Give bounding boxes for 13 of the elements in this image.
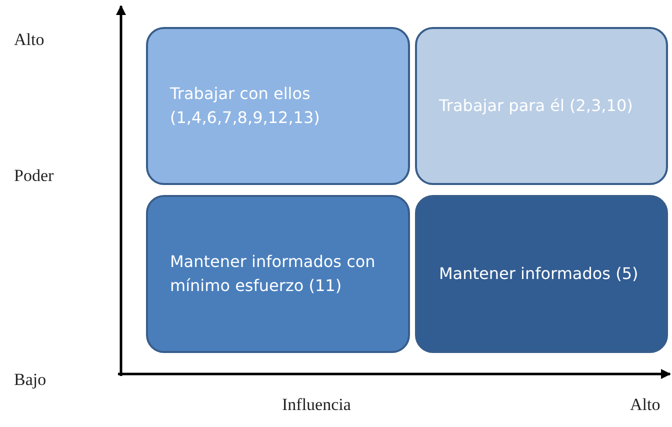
quadrant-label: Mantener informados (5) [439, 263, 638, 285]
axis-title: Poder [14, 166, 54, 186]
quadrant-label: Trabajar para él (2,3,10) [439, 95, 633, 117]
axis-title: Influencia [282, 395, 351, 415]
quadrant-box [146, 195, 410, 353]
quadrant-label: Mantener informados con mínimo esfuerzo (11) [170, 251, 376, 297]
quadrant-label: Trabajar con ellos (1,4,6,7,8,9,12,13) [170, 83, 321, 129]
axis-tick-label: Bajo [14, 370, 46, 390]
axis-tick-label: Alto [14, 30, 44, 50]
axis-tick-label: Alto [630, 395, 660, 415]
quadrant-box [146, 27, 410, 185]
quadrant-box [415, 195, 668, 353]
quadrant-box [415, 27, 668, 185]
